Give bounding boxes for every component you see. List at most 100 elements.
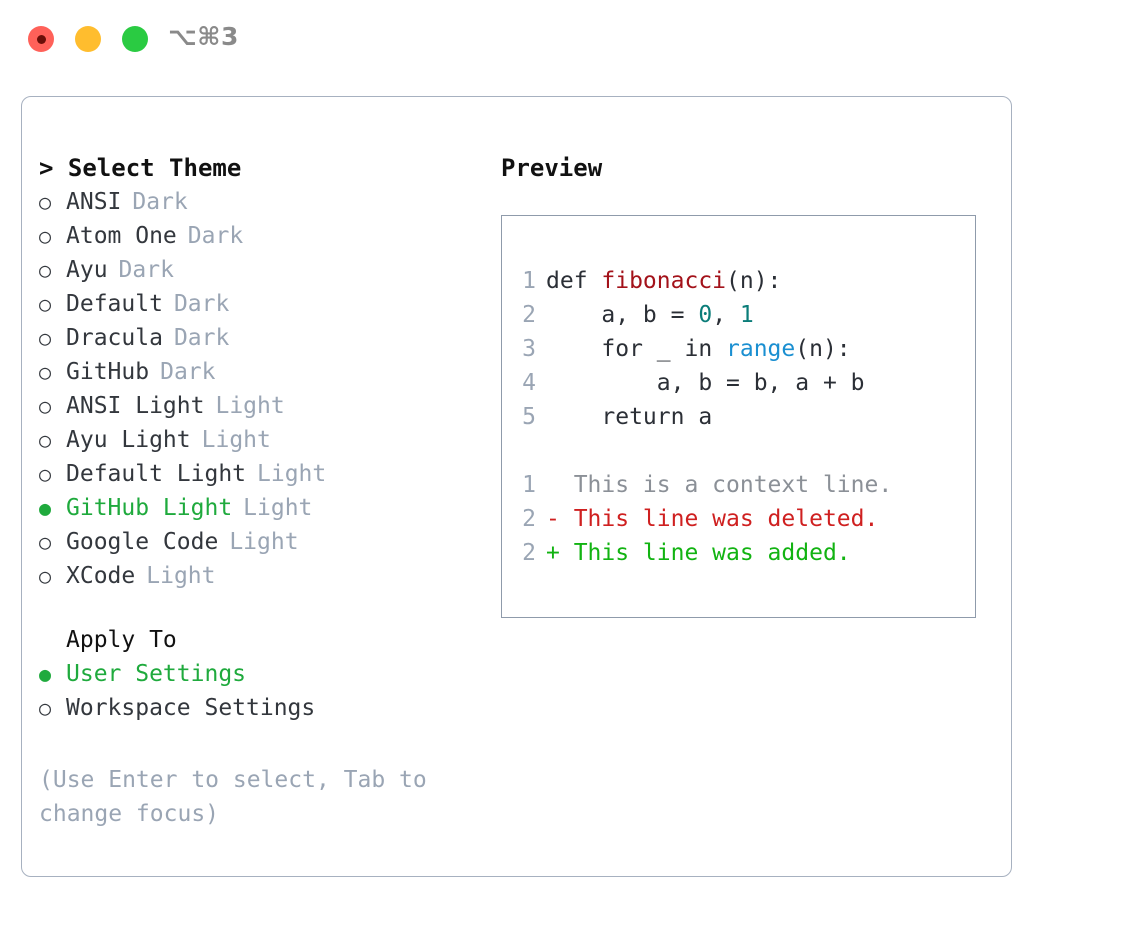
code-line: 3 for _ in range(n):: [502, 332, 975, 366]
diff-line-context: 1 This is a context line.: [502, 468, 975, 502]
line-number: 4: [522, 370, 536, 396]
theme-option-label: ANSI Light: [66, 393, 205, 419]
title-bar: ⌥⌘3: [0, 0, 1140, 78]
radio-icon: ○: [39, 696, 52, 720]
theme-option-atom-one-dark[interactable]: ○ Atom One Dark: [39, 219, 479, 253]
code-content: def fibonacci(n):: [546, 264, 781, 298]
theme-option-google-code-light[interactable]: ○ Google Code Light: [39, 525, 479, 559]
theme-option-badge: Light: [243, 495, 313, 521]
theme-option-badge: Dark: [187, 223, 244, 249]
theme-option-badge: Light: [146, 563, 216, 589]
code-token: (n):: [795, 336, 851, 362]
radio-icon: ○: [39, 394, 52, 418]
radio-icon: ○: [39, 428, 52, 452]
keyboard-hint-text: (Use Enter to select, Tab to change focu…: [39, 767, 427, 827]
code-token-builtin: range: [726, 336, 796, 362]
diff-line-deleted: 2 - This line was deleted.: [502, 502, 975, 536]
theme-option-github-light[interactable]: ● GitHub Light Light: [39, 491, 479, 525]
theme-option-dracula-dark[interactable]: ○ Dracula Dark: [39, 321, 479, 355]
diff-line-added: 2 + This line was added.: [502, 536, 975, 570]
select-theme-heading: > Select Theme: [39, 154, 242, 182]
theme-option-label: Default Light: [66, 461, 247, 487]
theme-selector-column: > Select Theme ○ ANSI Dark ○ Atom One Da…: [39, 151, 479, 831]
preview-box: 1 def fibonacci(n): 2 a, b = 0, 1 3 for …: [501, 215, 976, 618]
diff-content: This is a context line.: [546, 472, 893, 498]
theme-option-ayu-light[interactable]: ○ Ayu Light Light: [39, 423, 479, 457]
code-content: a, b = b, a + b: [546, 370, 865, 396]
radio-icon: ○: [39, 462, 52, 486]
diff-content: + This line was added.: [546, 540, 851, 566]
code-line: 5 return a: [502, 400, 975, 434]
apply-to-section: Apply To ● User Settings ○ Workspace Set…: [39, 623, 479, 725]
theme-list: ○ ANSI Dark ○ Atom One Dark ○ Ayu Dark: [39, 185, 479, 593]
theme-option-label: Dracula: [66, 325, 163, 351]
theme-option-badge: Light: [257, 461, 327, 487]
theme-option-badge: Dark: [173, 325, 230, 351]
line-number: 2: [522, 540, 536, 566]
code-token-function: fibonacci: [601, 268, 727, 294]
diff-content: - This line was deleted.: [546, 506, 879, 532]
radio-icon: ○: [39, 258, 52, 282]
preview-heading: Preview: [501, 154, 603, 182]
code-token: def: [546, 268, 602, 294]
theme-option-xcode-light[interactable]: ○ XCode Light: [39, 559, 479, 593]
code-token-number: 0: [698, 302, 713, 328]
radio-icon: ○: [39, 224, 52, 248]
line-number: 5: [522, 404, 536, 430]
radio-icon: ○: [39, 530, 52, 554]
theme-option-label: GitHub Light: [66, 495, 233, 521]
radio-icon: ○: [39, 190, 52, 214]
code-line: 4 a, b = b, a + b: [502, 366, 975, 400]
theme-option-default-light[interactable]: ○ Default Light Light: [39, 457, 479, 491]
theme-option-badge: Light: [215, 393, 285, 419]
radio-icon: ○: [39, 564, 52, 588]
theme-option-github-dark[interactable]: ○ GitHub Dark: [39, 355, 479, 389]
code-token: for _ in: [546, 336, 727, 362]
apply-to-option-user-settings[interactable]: ● User Settings: [39, 657, 479, 691]
theme-option-badge: Dark: [118, 257, 174, 283]
code-content: for _ in range(n):: [546, 332, 851, 366]
code-token: (n):: [726, 268, 782, 294]
theme-option-label: GitHub: [66, 359, 150, 385]
code-token: ,: [712, 302, 740, 328]
panel-columns: > Select Theme ○ ANSI Dark ○ Atom One Da…: [22, 97, 1011, 876]
code-content: a, b = 0, 1: [546, 298, 754, 332]
theme-option-badge: Light: [201, 427, 271, 453]
theme-option-label: ANSI: [66, 189, 122, 215]
theme-option-label: Default: [66, 291, 163, 317]
code-line: 1 def fibonacci(n):: [502, 264, 975, 298]
apply-to-option-label: User Settings: [66, 661, 247, 687]
radio-icon: ○: [39, 326, 52, 350]
line-number: 1: [522, 472, 536, 498]
line-number: 2: [522, 506, 536, 532]
window-controls: [28, 26, 148, 52]
line-number: 3: [522, 336, 536, 362]
theme-option-label: Atom One: [66, 223, 177, 249]
minimize-button-icon[interactable]: [75, 26, 101, 52]
theme-option-label: Google Code: [66, 529, 219, 555]
code-content: return a: [546, 404, 713, 430]
theme-option-ansi-dark[interactable]: ○ ANSI Dark: [39, 185, 479, 219]
theme-option-badge: Dark: [173, 291, 230, 317]
theme-option-default-dark[interactable]: ○ Default Dark: [39, 287, 479, 321]
maximize-button-icon[interactable]: [122, 26, 148, 52]
theme-option-badge: Light: [229, 529, 299, 555]
theme-option-label: Ayu Light: [66, 427, 191, 453]
theme-option-badge: Dark: [132, 189, 188, 215]
code-token-number: 1: [739, 302, 754, 328]
radio-selected-icon: ●: [39, 496, 52, 520]
radio-icon: ○: [39, 360, 52, 384]
apply-to-option-label: Workspace Settings: [66, 695, 316, 721]
line-number: 2: [522, 302, 536, 328]
theme-option-ansi-light[interactable]: ○ ANSI Light Light: [39, 389, 479, 423]
theme-option-badge: Dark: [160, 359, 216, 385]
code-blank-line: [502, 434, 975, 468]
keyboard-shortcut-label: ⌥⌘3: [168, 22, 239, 51]
theme-option-ayu-dark[interactable]: ○ Ayu Dark: [39, 253, 479, 287]
radio-selected-icon: ●: [39, 662, 52, 686]
radio-icon: ○: [39, 292, 52, 316]
apply-to-option-workspace-settings[interactable]: ○ Workspace Settings: [39, 691, 479, 725]
preview-column: Preview 1 def fibonacci(n): 2 a, b = 0, …: [501, 151, 991, 618]
close-button-icon[interactable]: [28, 26, 54, 52]
